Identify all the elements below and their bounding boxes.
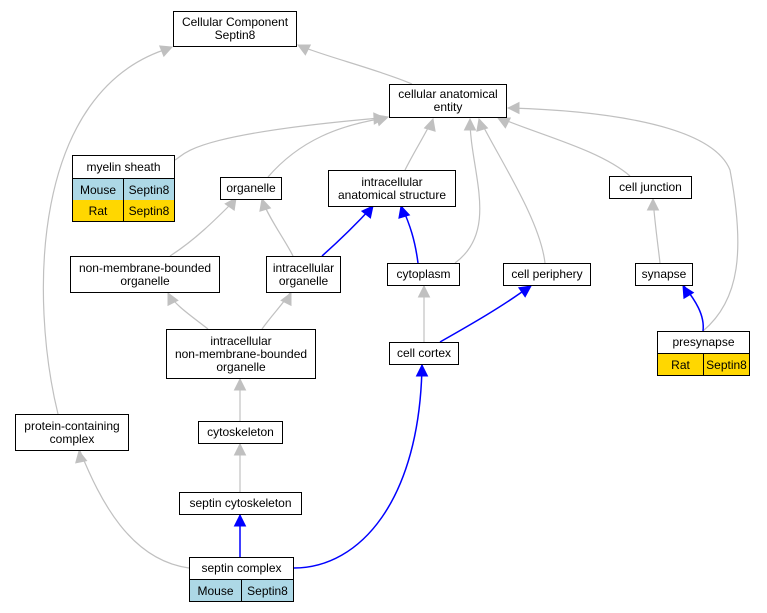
node-label-line: intracellular [272, 260, 335, 275]
node-presynapse[interactable]: presynapse [657, 331, 750, 354]
node-label-line: intracellular [361, 174, 423, 189]
node-label-line: cell cortex [396, 346, 452, 360]
arrowhead-icon [506, 101, 520, 115]
node-label-line: anatomical structure [337, 187, 447, 202]
arrowhead-icon [259, 197, 272, 212]
node-myelin-sheath[interactable]: myelin sheath [72, 155, 175, 179]
arrowhead-icon [75, 449, 88, 464]
node-septin-cytoskeleton[interactable]: septin cytoskeleton [179, 492, 302, 515]
arrowhead-icon [417, 284, 431, 298]
node-synapse[interactable]: synapse [635, 263, 693, 286]
edge-cell_periphery-to-cae [479, 119, 546, 264]
node-intracellular-organelle[interactable]: intracellular organelle [266, 256, 341, 293]
node-label-line: Cellular Component [181, 15, 289, 29]
arrowhead-icon [476, 117, 489, 132]
node-label-line: non-membrane-bounded [78, 260, 212, 275]
arrowhead-icon [233, 442, 247, 456]
edge-cell_cortex-to-cell_periphery [439, 285, 531, 343]
gene-cell: Septin8 [123, 179, 174, 200]
node-label-line: Septin8 [214, 28, 256, 42]
species-cell: Rat [658, 354, 703, 375]
node-cytoplasm[interactable]: cytoplasm [387, 263, 460, 286]
node-label-line: septin complex [201, 561, 282, 575]
arrowhead-icon [224, 197, 237, 212]
edge-pcc-to-cc_root [42, 47, 171, 415]
edge-cell_junction-to-cae [499, 117, 631, 177]
arrowhead-icon [167, 291, 179, 307]
edge-presynapse-to-cae [509, 107, 739, 332]
node-label-line: cellular anatomical [398, 87, 498, 101]
node-label-line: entity [433, 100, 463, 114]
node-intracellular-non-membrane-bounded-organelle[interactable]: intracellular non-membrane-bounded organ… [166, 329, 316, 379]
species-row-rat: Rat Septin8 [72, 200, 175, 222]
species-row-rat: Rat Septin8 [657, 354, 750, 376]
edge-septin_complex-to-pcc [79, 450, 190, 569]
node-label-line: cytoplasm [396, 267, 451, 281]
node-label-line: organelle [216, 359, 266, 374]
arrowhead-icon [296, 44, 312, 56]
edge-septin_complex-to-cell_cortex [293, 364, 423, 569]
node-label-line: protein-containing [24, 418, 120, 433]
arrowhead-icon [375, 114, 390, 127]
arrowhead-icon [158, 45, 174, 58]
node-label-line: non-membrane-bounded [174, 346, 308, 361]
node-label-line: myelin sheath [86, 159, 161, 174]
arrowhead-icon [423, 117, 436, 132]
edge-nmbo-to-organelle [169, 199, 236, 257]
node-label-line: septin cytoskeleton [189, 496, 292, 510]
gene-cell: Septin8 [703, 354, 749, 375]
arrowhead-icon [360, 205, 374, 219]
arrowhead-icon [517, 285, 532, 298]
node-non-membrane-bounded-organelle[interactable]: non-membrane-bounded organelle [70, 256, 220, 293]
node-protein-containing-complex[interactable]: protein-containing complex [15, 414, 129, 451]
gene-cell: Septin8 [241, 580, 293, 601]
arrowhead-icon [233, 377, 247, 391]
node-cell-periphery[interactable]: cell periphery [503, 263, 591, 286]
edge-io-to-ias [321, 206, 373, 257]
species-row-mouse: Mouse Septin8 [189, 580, 294, 602]
node-label-line: intracellular [210, 333, 272, 348]
species-cell: Mouse [190, 580, 241, 601]
node-label-line: cytoskeleton [207, 425, 274, 439]
node-label-line: synapse [641, 267, 687, 281]
node-label-line: presynapse [672, 335, 735, 349]
node-cellular-component-root[interactable]: Cellular Component Septin8 [173, 11, 297, 47]
species-cell: Mouse [73, 179, 123, 200]
node-label-line: organelle [120, 273, 170, 288]
arrowhead-icon [398, 204, 411, 219]
species-row-mouse: Mouse Septin8 [72, 179, 175, 201]
arrowhead-icon [415, 363, 429, 377]
arrowhead-icon [233, 513, 247, 527]
edge-organelle-to-cae [267, 117, 386, 178]
node-organelle[interactable]: organelle [220, 177, 282, 200]
arrowhead-icon [682, 285, 695, 300]
species-cell: Rat [73, 200, 123, 221]
node-label-line: organelle [278, 273, 329, 288]
edge-myelin-to-cae [174, 117, 381, 161]
node-septin-complex[interactable]: septin complex [189, 557, 294, 580]
node-cytoskeleton[interactable]: cytoskeleton [198, 421, 283, 444]
node-cell-cortex[interactable]: cell cortex [389, 342, 459, 365]
arrowhead-icon [280, 291, 292, 307]
edge-cytoplasm-to-cae [454, 119, 481, 264]
arrowhead-icon [496, 117, 512, 129]
node-cell-junction[interactable]: cell junction [609, 176, 692, 199]
arrowhead-icon [646, 197, 660, 211]
node-cellular-anatomical-entity[interactable]: cellular anatomical entity [389, 84, 507, 118]
arrowhead-icon [463, 117, 477, 131]
node-label-line: cell junction [619, 180, 682, 194]
gene-cell: Septin8 [123, 200, 174, 221]
node-label-line: complex [49, 431, 95, 446]
node-label-line: cell periphery [511, 267, 583, 281]
edge-cae-to-cc_root [297, 44, 413, 85]
node-label-line: organelle [226, 181, 276, 195]
node-intracellular-anatomical-structure[interactable]: intracellular anatomical structure [328, 170, 456, 207]
